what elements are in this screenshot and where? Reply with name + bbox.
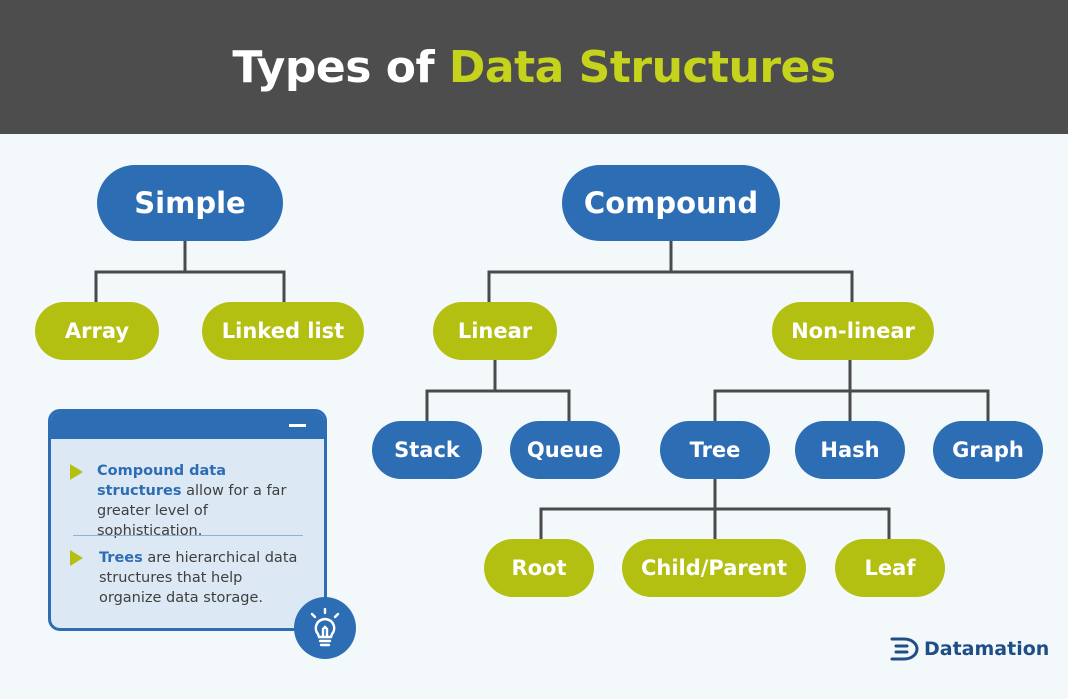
node-stack: Stack (372, 421, 482, 479)
node-root-label: Root (511, 556, 567, 580)
header-banner: Types of Data Structures (0, 0, 1068, 134)
node-compound-label: Compound (583, 186, 759, 220)
node-non-linear-label: Non-linear (791, 319, 915, 343)
node-hash-label: Hash (820, 438, 880, 462)
node-linked-list-label: Linked list (221, 319, 345, 343)
connector-tree (539, 478, 891, 540)
node-linked-list: Linked list (202, 302, 364, 360)
node-hash: Hash (795, 421, 905, 479)
node-graph: Graph (933, 421, 1043, 479)
node-stack-label: Stack (394, 438, 460, 462)
minimize-icon (289, 424, 306, 427)
note-trees-text: are hierarchical data structures that he… (99, 550, 298, 606)
connector-non-linear (713, 360, 990, 422)
title-main: Types of (232, 41, 449, 93)
node-linear: Linear (433, 302, 557, 360)
bullet-arrow-icon (70, 550, 83, 566)
info-card: Compound data structures allow for a far… (48, 409, 327, 631)
node-graph-label: Graph (952, 438, 1024, 462)
note-trees: Trees are hierarchical data structures t… (99, 548, 299, 608)
node-leaf: Leaf (835, 539, 945, 597)
node-compound: Compound (562, 165, 780, 241)
datamation-logo-icon (890, 637, 919, 661)
bullet-arrow-icon (70, 464, 83, 480)
lightbulb-icon (310, 608, 340, 647)
title-accent: Data Structures (448, 41, 836, 93)
node-queue: Queue (510, 421, 620, 479)
note-compound-term: Compound data structures (97, 463, 227, 499)
node-non-linear: Non-linear (772, 302, 934, 360)
connector-simple (94, 240, 286, 302)
page-title: Types of Data Structures (232, 41, 836, 93)
connector-compound (487, 240, 854, 302)
node-simple: Simple (97, 165, 283, 241)
note-compound: Compound data structures allow for a far… (97, 461, 312, 541)
node-array: Array (35, 302, 159, 360)
node-child-parent-label: Child/Parent (640, 556, 788, 580)
node-child-parent: Child/Parent (622, 539, 806, 597)
info-card-divider (73, 535, 303, 536)
node-leaf-label: Leaf (864, 556, 916, 580)
node-root: Root (484, 539, 594, 597)
node-array-label: Array (64, 319, 130, 343)
node-tree-label: Tree (689, 438, 741, 462)
connector-linear (425, 360, 571, 422)
node-simple-label: Simple (134, 186, 246, 220)
node-queue-label: Queue (526, 438, 604, 462)
note-trees-term: Trees (99, 550, 143, 566)
node-linear-label: Linear (457, 319, 533, 343)
brand-name: Datamation (924, 638, 1050, 660)
node-tree: Tree (660, 421, 770, 479)
brand-logo: Datamation (890, 636, 1049, 662)
info-card-titlebar (51, 412, 324, 439)
lightbulb-badge (294, 597, 356, 659)
